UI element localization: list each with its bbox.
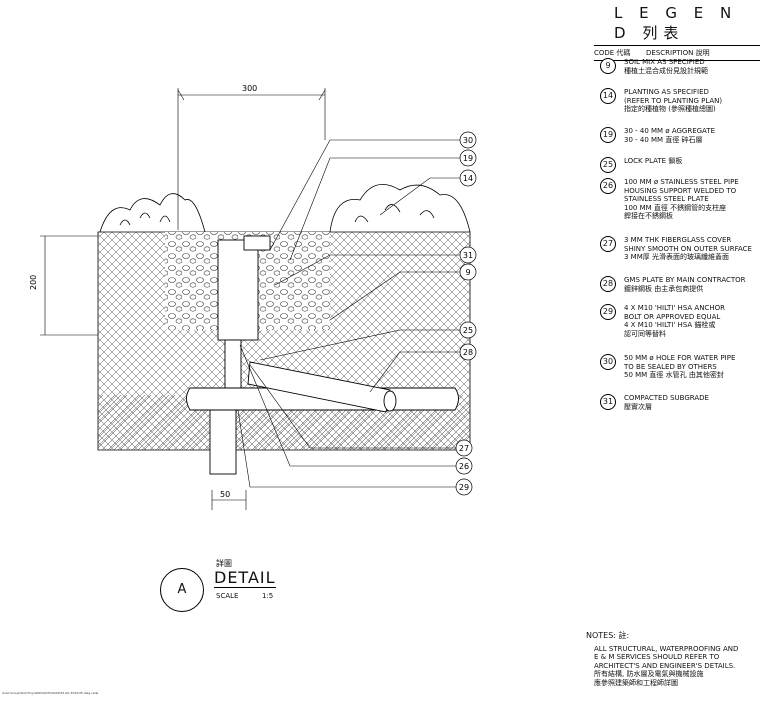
callout-27: 27 xyxy=(459,444,469,453)
legend-title: L E G E N D 列表 xyxy=(614,4,738,42)
legend-description: 3 MM THK FIBERGLASS COVER SHINY SMOOTH O… xyxy=(624,236,752,261)
callout-26: 26 xyxy=(459,462,469,471)
legend-description: 4 X M10 'HILTI' HSA ANCHOR BOLT OR APPRO… xyxy=(624,304,725,338)
callout-19: 19 xyxy=(463,154,473,163)
callout-28: 28 xyxy=(463,348,473,357)
detail-title: DETAIL xyxy=(214,568,276,588)
legend-code: 30 xyxy=(600,354,616,370)
legend-header-description: DESCRIPTION 說明 xyxy=(646,49,710,57)
callout-9: 9 xyxy=(465,268,470,277)
legend-code: 28 xyxy=(600,276,616,292)
detail-chinese-label: 詳圖 xyxy=(216,559,232,568)
dim-height: 200 xyxy=(29,275,38,290)
planting-left xyxy=(99,193,206,233)
legend-description: 50 MM ø HOLE FOR WATER PIPE TO BE SEALED… xyxy=(624,354,736,379)
legend-code: 25 xyxy=(600,157,616,173)
legend-code: 26 xyxy=(600,178,616,194)
planting-right xyxy=(329,183,471,233)
scale-value: 1:5 xyxy=(262,592,274,600)
callout-bubbles xyxy=(455,131,477,496)
callout-29: 29 xyxy=(459,483,469,492)
callout-30: 30 xyxy=(463,136,473,145)
scale-label: SCALE xyxy=(216,592,239,600)
dim-pipe: 50 xyxy=(220,490,230,499)
dimension-lines xyxy=(40,88,326,510)
legend-description: 100 MM ø STAINLESS STEEL PIPE HOUSING SU… xyxy=(624,178,739,220)
legend-code: 31 xyxy=(600,394,616,410)
notes-body: ALL STRUCTURAL, WATERPROOFING AND E & M … xyxy=(594,644,739,687)
legend-header-code: CODE 代碼 xyxy=(594,49,631,57)
legend-description: SOIL MIX AS SPECIFIED 種植土混合成份見設計規範 xyxy=(624,58,708,75)
legend-code: 19 xyxy=(600,127,616,143)
notes: NOTES: 註: ALL STRUCTURAL, WATERPROOFING … xyxy=(586,631,756,688)
dim-width: 300 xyxy=(242,84,257,93)
callout-31: 31 xyxy=(463,251,473,260)
legend-header: CODE 代碼 DESCRIPTION 說明 xyxy=(594,45,760,61)
legend-description: 30 - 40 MM ø AGGREGATE 30 - 40 MM 直徑 碎石層 xyxy=(624,127,715,144)
notes-title: NOTES: 註: xyxy=(586,631,630,640)
legend-code: 14 xyxy=(600,88,616,104)
legend-description: GMS PLATE BY MAIN CONTRACTOR 鍍鋅鋼板 由主承包商提… xyxy=(624,276,746,293)
legend-description: LOCK PLATE 鎖板 xyxy=(624,157,683,165)
footer-file-path: Acad Group\Tool\Tiny\0000\0035\0049\35-0… xyxy=(2,691,99,695)
callout-14: 14 xyxy=(463,174,473,183)
callout-25: 25 xyxy=(463,326,473,335)
horizontal-pipe xyxy=(186,361,459,413)
legend-code: 29 xyxy=(600,304,616,320)
leader-lines xyxy=(237,139,460,488)
detail-drawing: 300 200 50 30 19 14 31 9 25 28 27 26 29 xyxy=(29,84,477,510)
legend-code: 9 xyxy=(600,58,616,74)
vertical-pipe xyxy=(217,235,271,401)
legend-description: PLANTING AS SPECIFIED (REFER TO PLANTING… xyxy=(624,88,723,113)
detail-bubble: A xyxy=(160,568,204,612)
legend-code: 27 xyxy=(600,236,616,252)
legend-description: COMPACTED SUBGRADE 壓實次層 xyxy=(624,394,709,411)
legend: L E G E N D 列表 CODE 代碼 DESCRIPTION 說明 xyxy=(594,4,760,61)
